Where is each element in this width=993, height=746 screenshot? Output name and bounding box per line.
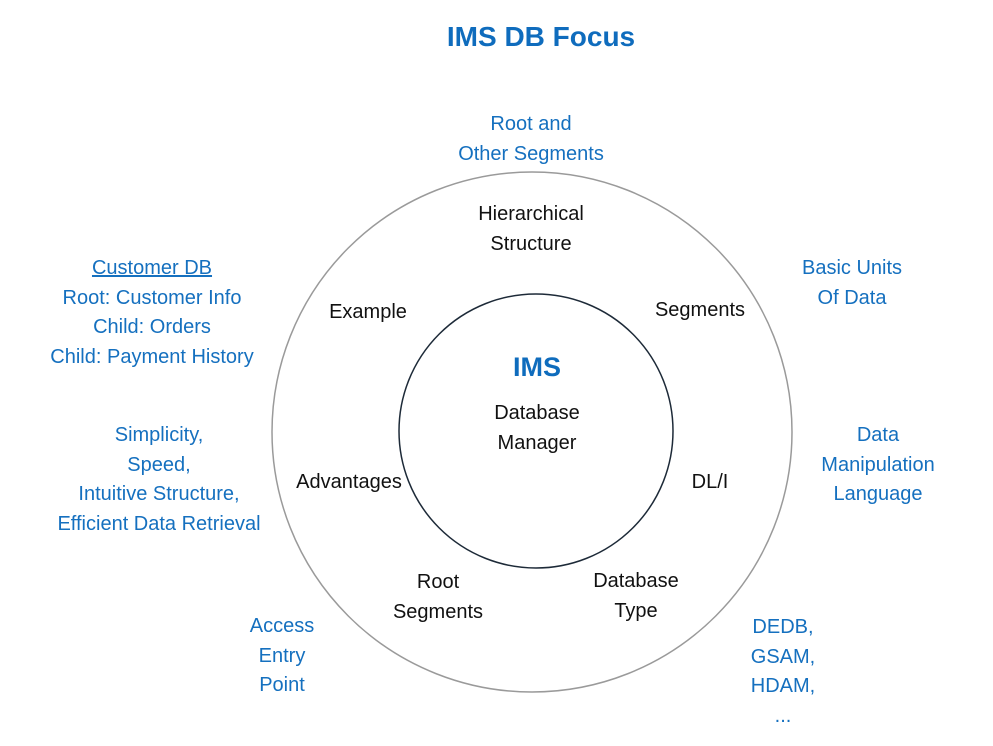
label-example: Example (329, 298, 407, 328)
label-line: Speed, (127, 453, 191, 476)
label-line: Structure (490, 232, 572, 255)
label-line: Type (614, 599, 658, 622)
outer-circle (271, 171, 793, 693)
label-line: Child: Payment History (50, 345, 254, 368)
label-line: Basic Units (801, 257, 903, 279)
label-line: Entry (258, 644, 306, 667)
page-title: IMS DB Focus (446, 21, 636, 52)
label-line: Database (593, 570, 679, 592)
label-dli: DL/I (692, 468, 729, 498)
label-line: Segments (392, 600, 484, 623)
label-line: DL/I (691, 471, 729, 493)
center-heading: IMS (512, 352, 562, 382)
label-line: GSAM, (750, 645, 816, 668)
label-line: Advantages (296, 471, 402, 493)
label-line: Example (329, 301, 407, 323)
label-line: Root and (490, 113, 572, 135)
label-line: Other Segments (458, 142, 604, 165)
label-advantages: Advantages (296, 468, 402, 498)
label-line: Customer DB (91, 257, 213, 279)
label-line: ... (774, 704, 792, 727)
label-line: DEDB, (752, 616, 814, 638)
detail-basic-units: Basic Units Of Data (802, 254, 902, 313)
label-line: Child: Orders (93, 316, 211, 339)
label-segments: Segments (655, 296, 745, 326)
label-line: Root (416, 571, 460, 593)
detail-db-types: DEDB, GSAM, HDAM,... (751, 613, 815, 731)
label-line: Segments (654, 299, 746, 321)
label-line: Efficient Data Retrieval (57, 512, 261, 535)
label-line: HDAM, (750, 675, 816, 698)
inner-circle (398, 293, 674, 569)
label-line: Access (249, 615, 315, 637)
center-line: Database (494, 402, 580, 424)
label-line: Root: Customer Info (62, 286, 242, 309)
label-line: Simplicity, (114, 424, 204, 446)
detail-advantages-list: Simplicity, Speed, Intuitive Structure, Eff… (57, 421, 260, 539)
center-subtitle: Database Manager (494, 399, 580, 458)
label-line: Data (856, 424, 900, 446)
label-line: Point (259, 674, 305, 697)
label-line: Intuitive Structure, (78, 483, 240, 506)
label-line: Language (833, 483, 923, 506)
label-line: Manipulation (821, 453, 935, 476)
label-line: Hierarchical (478, 203, 584, 225)
label-line: Of Data (817, 286, 887, 309)
center-line: Manager (497, 431, 577, 454)
